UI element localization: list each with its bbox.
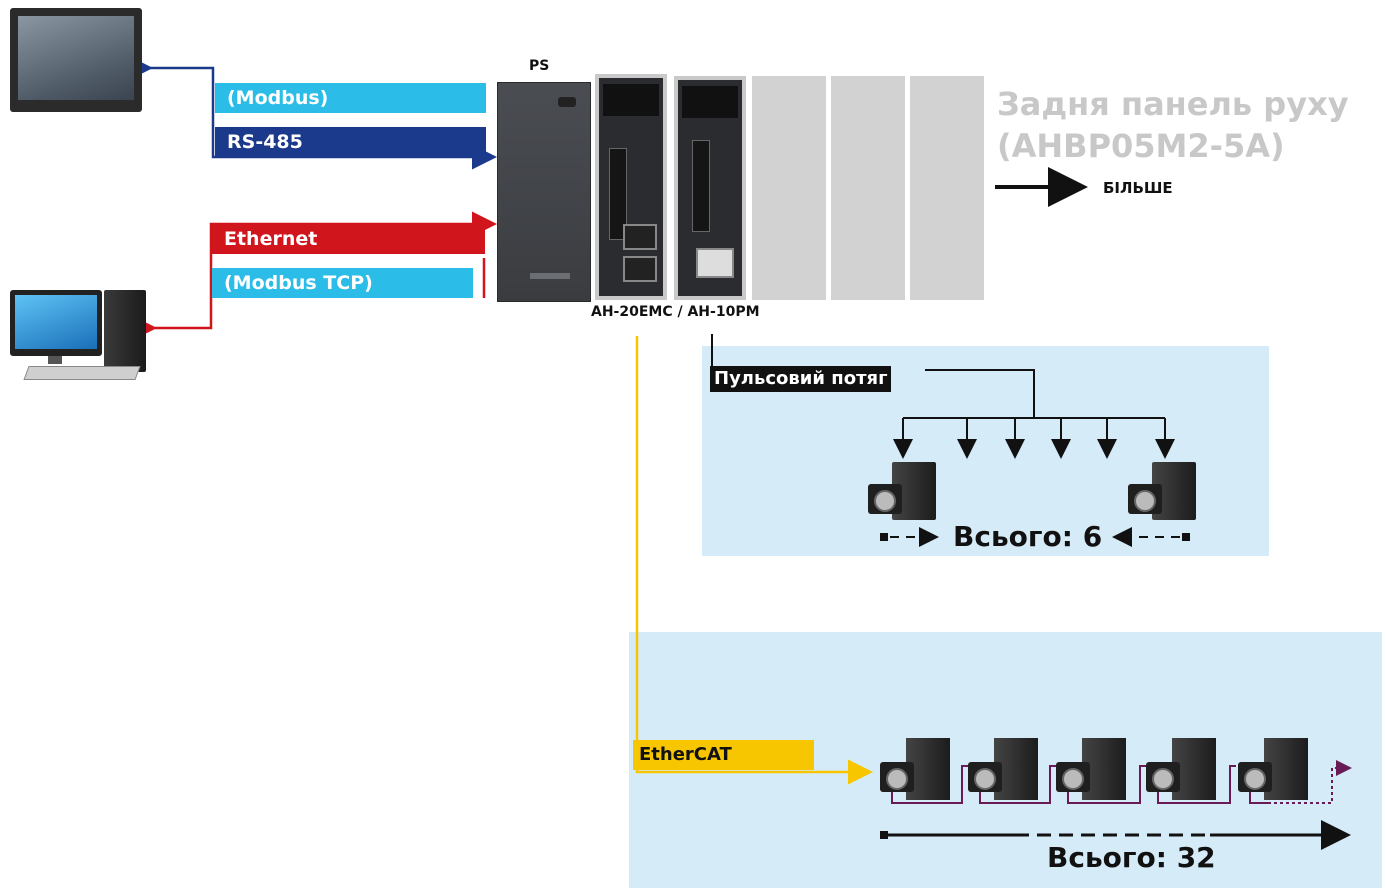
servo-motor-icon <box>866 462 940 522</box>
ethernet-label: Ethernet <box>212 224 485 254</box>
pulse-train-label: Пульсовий потяг <box>710 366 892 392</box>
modbus-tcp-label: (Modbus TCP) <box>212 268 473 298</box>
modules-label: AH-20EMC / AH-10PM <box>591 304 760 320</box>
backplane-title-line1: Задня панель руху <box>997 85 1349 123</box>
power-supply-module <box>497 82 591 302</box>
computer-icon <box>8 290 153 382</box>
modbus-label: (Modbus) <box>215 83 486 113</box>
servo-motor-icon <box>878 738 954 802</box>
ethercat-total-arrow <box>880 820 1351 850</box>
ah-10pm-module <box>674 76 746 300</box>
more-label: БІЛЬШЕ <box>1103 179 1173 197</box>
backplane-title-line2: (AHBP05M2-5A) <box>997 127 1285 165</box>
servo-motor-icon <box>1144 738 1220 802</box>
pulse-total-arrows <box>880 527 1190 547</box>
ethercat-label: EtherCAT <box>633 740 814 770</box>
backplane-title: Задня панель руху (AHBP05M2-5A) <box>997 83 1349 167</box>
pulse-train-tree <box>711 334 1175 459</box>
servo-motor-icon <box>1236 738 1312 802</box>
pulse-total-label: Всього: 6 <box>953 520 1103 553</box>
ethercat-total-label: Всього: 32 <box>1047 841 1216 874</box>
empty-slot-3 <box>910 76 984 300</box>
ps-label: PS <box>529 58 550 74</box>
ethercat-chain <box>891 760 1352 804</box>
servo-motor-icon <box>1126 462 1200 522</box>
servo-motor-icon <box>966 738 1042 802</box>
empty-slot-1 <box>752 76 826 300</box>
servo-motor-icon <box>1054 738 1130 802</box>
ethercat-line <box>635 336 873 785</box>
rs485-line <box>128 55 497 170</box>
empty-slot-2 <box>831 76 905 300</box>
hmi-panel-icon <box>10 8 142 112</box>
ah-20emc-module <box>595 74 667 300</box>
rs485-label: RS-485 <box>215 127 486 157</box>
